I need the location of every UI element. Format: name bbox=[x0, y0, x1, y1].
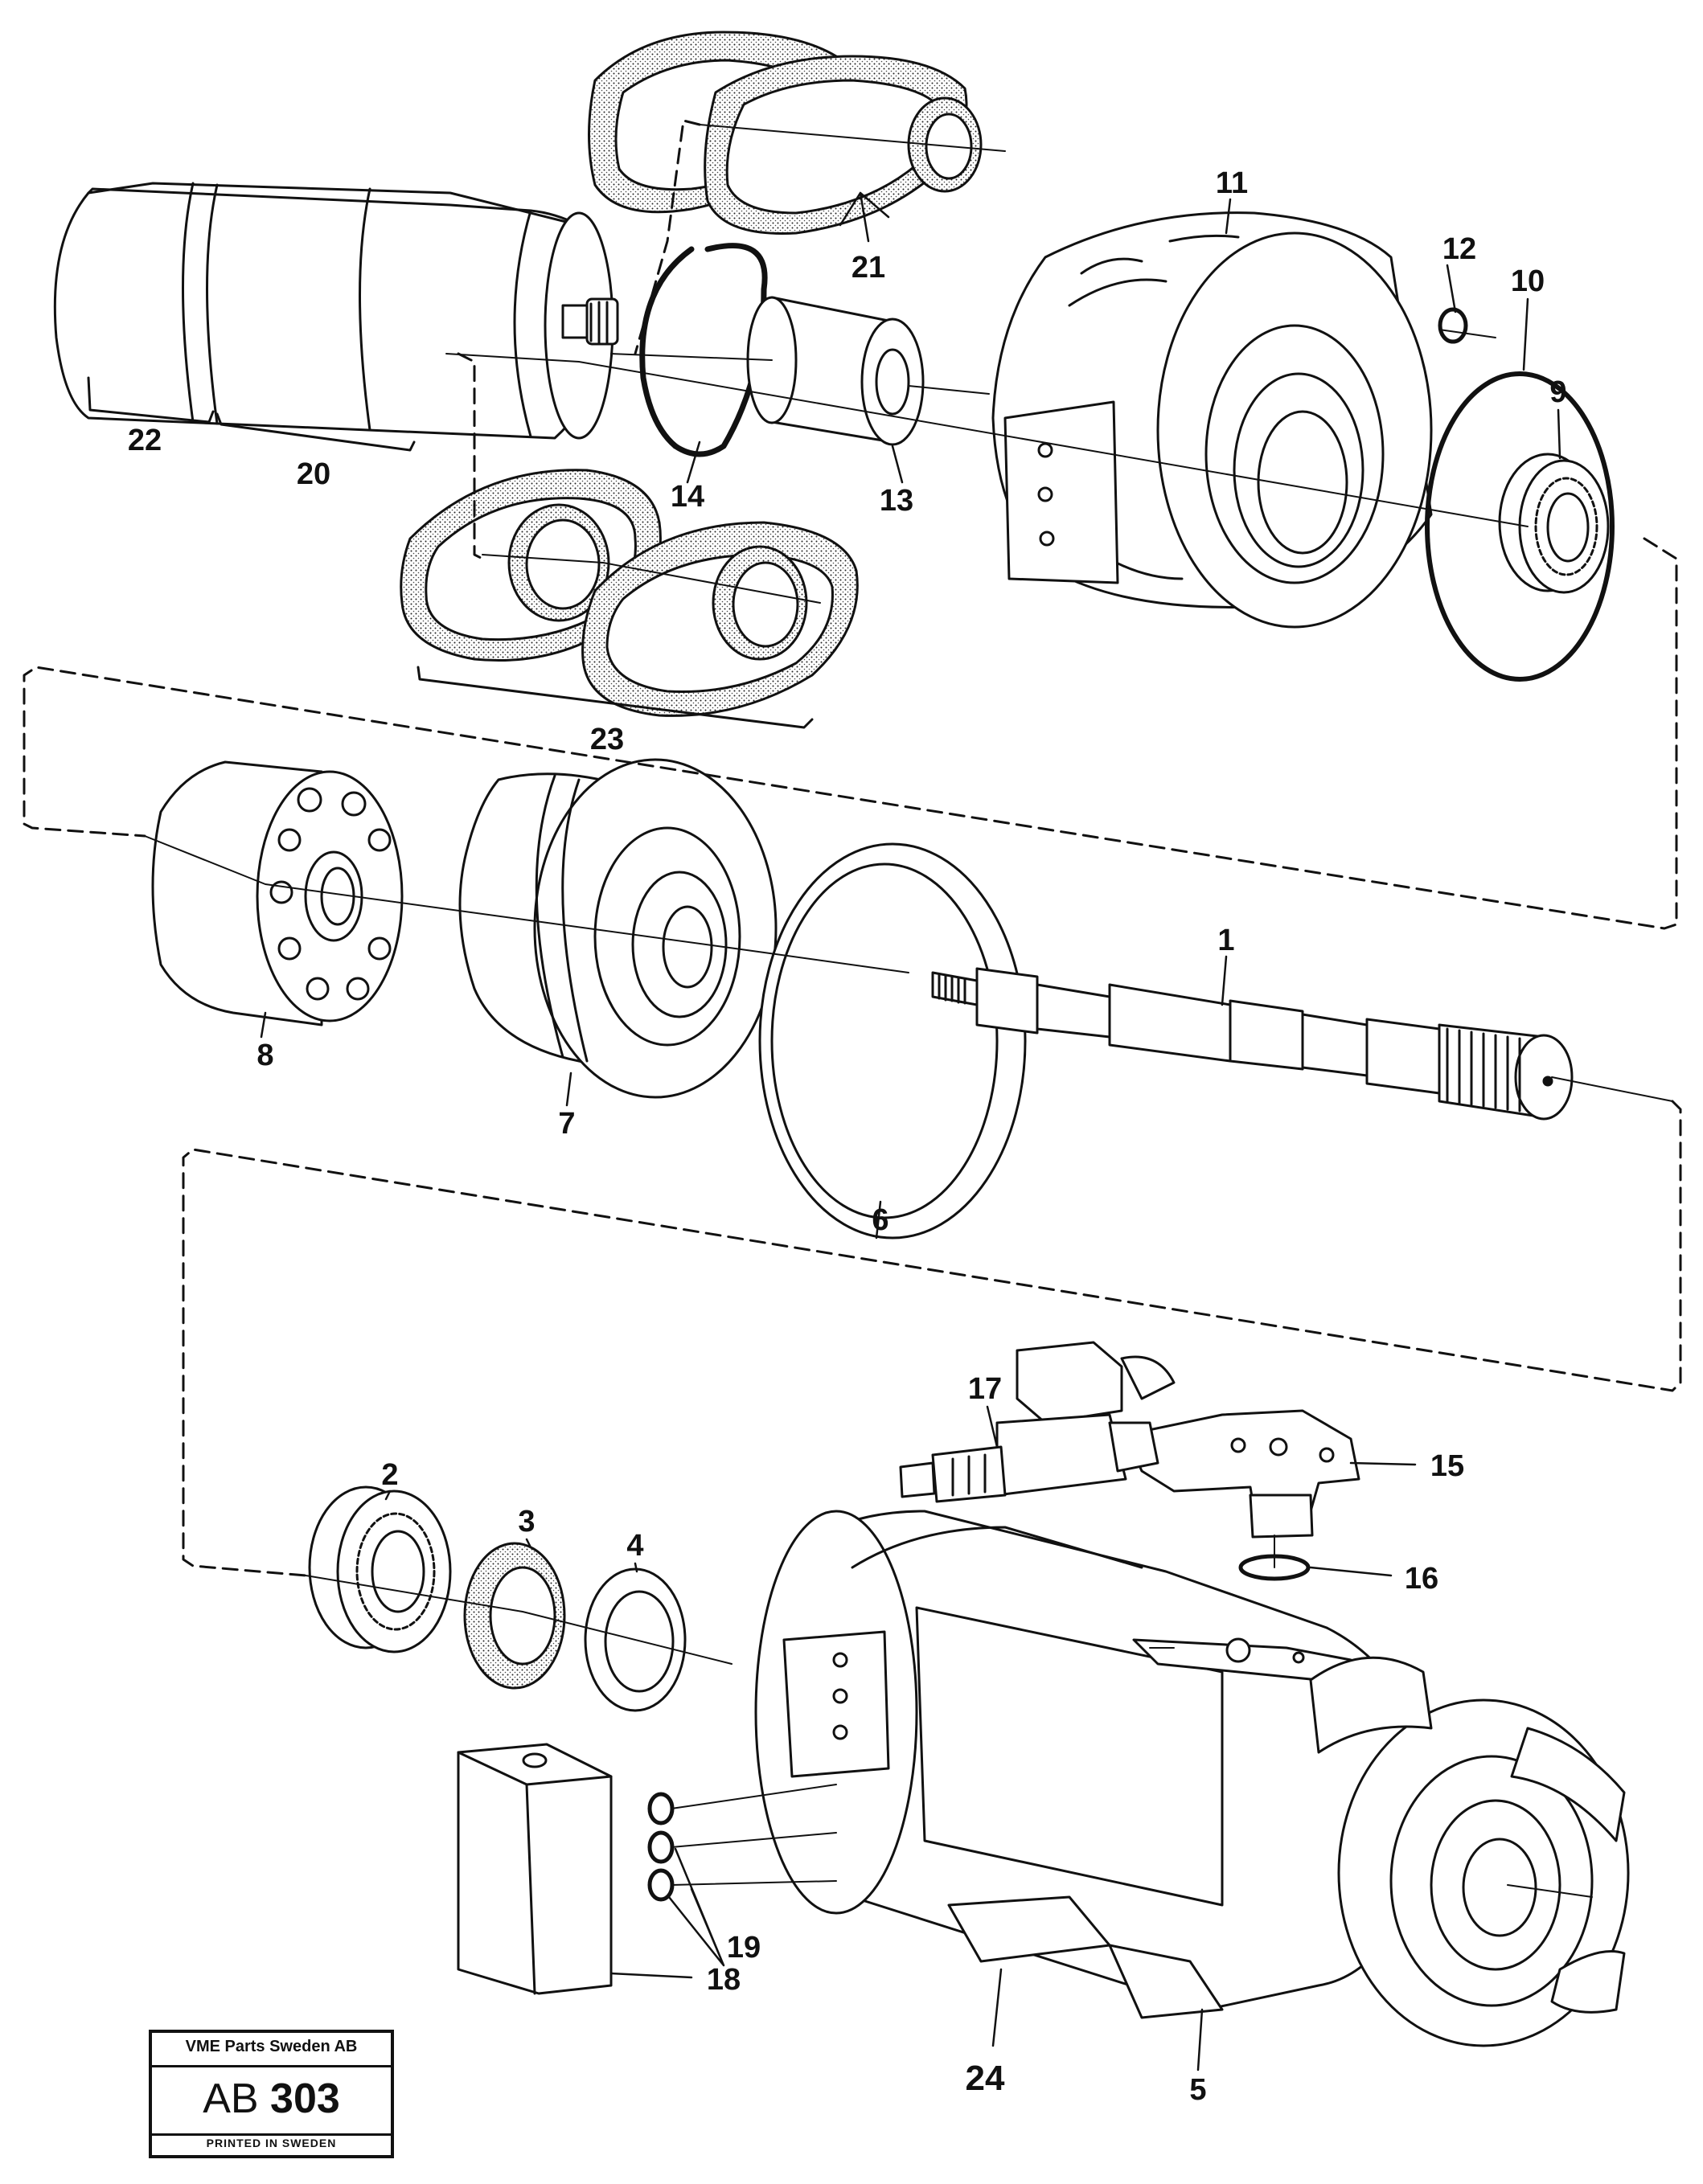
stamp-code: AB 303 bbox=[152, 2075, 391, 2123]
label-4: 4 bbox=[626, 1529, 643, 1563]
oring-12 bbox=[1438, 307, 1468, 344]
label-9: 9 bbox=[1549, 375, 1566, 409]
bearing-2 bbox=[308, 1485, 452, 1653]
label-16: 16 bbox=[1405, 1562, 1438, 1596]
bracket-20 bbox=[215, 412, 416, 452]
shaft-1 bbox=[931, 967, 1574, 1121]
label-18: 18 bbox=[707, 1963, 741, 1997]
label-24: 24 bbox=[966, 2059, 1005, 2098]
orings-19 bbox=[647, 1792, 675, 1902]
valve-assembly-15-17 bbox=[899, 1341, 1360, 1539]
port-plate-7 bbox=[458, 758, 778, 1099]
label-22: 22 bbox=[128, 424, 162, 457]
label-11: 11 bbox=[1216, 166, 1248, 200]
stamp-company: VME Parts Sweden AB bbox=[185, 2038, 358, 2055]
block-18 bbox=[457, 1743, 613, 1995]
leader-lines bbox=[260, 191, 1561, 2071]
stamp-printed: PRINTED IN SWEDEN bbox=[206, 2137, 337, 2149]
stamp-code-prefix: AB bbox=[203, 2075, 259, 2122]
label-20: 20 bbox=[297, 457, 330, 491]
oring-14 bbox=[639, 243, 768, 457]
label-1: 1 bbox=[1217, 924, 1234, 957]
stamp-divider-bottom bbox=[152, 2133, 391, 2136]
dashed-connectors bbox=[23, 119, 1682, 1577]
label-10: 10 bbox=[1511, 264, 1545, 298]
cylinder-block-8 bbox=[151, 760, 404, 1026]
publisher-stamp: VME Parts Sweden AB AB 303 PRINTED IN SW… bbox=[149, 2030, 394, 2158]
label-3: 3 bbox=[518, 1505, 535, 1539]
sleeve-13 bbox=[746, 296, 925, 446]
seal-3 bbox=[463, 1542, 566, 1690]
label-8: 8 bbox=[256, 1039, 273, 1072]
seal-kit-23 bbox=[400, 469, 859, 717]
label-23: 23 bbox=[590, 723, 624, 756]
bracket-23 bbox=[417, 666, 814, 729]
housing-22-20 bbox=[53, 182, 619, 440]
stamp-divider bbox=[152, 2065, 391, 2067]
oring-10 bbox=[1425, 371, 1615, 682]
flat-ring-6 bbox=[758, 842, 1027, 1240]
label-2: 2 bbox=[381, 1458, 398, 1492]
pump-housing-11 bbox=[991, 211, 1433, 629]
bearing-9 bbox=[1498, 453, 1610, 594]
label-12: 12 bbox=[1442, 232, 1476, 266]
main-housing-5 bbox=[754, 1510, 1630, 2047]
label-21: 21 bbox=[852, 251, 885, 285]
label-19: 19 bbox=[727, 1931, 761, 1965]
part-labels: 1 2 3 4 5 6 7 8 9 10 11 12 13 14 15 16 1… bbox=[128, 166, 1567, 2107]
bracket-22 bbox=[87, 376, 215, 424]
label-6: 6 bbox=[872, 1203, 888, 1237]
label-7: 7 bbox=[558, 1107, 575, 1141]
label-5: 5 bbox=[1189, 2073, 1206, 2107]
center-lines bbox=[144, 124, 1673, 1898]
label-13: 13 bbox=[880, 484, 913, 518]
stamp-code-number: 303 bbox=[270, 2075, 340, 2122]
label-17: 17 bbox=[968, 1372, 1002, 1406]
seal-kit-21 bbox=[588, 31, 983, 235]
label-14: 14 bbox=[671, 480, 704, 514]
label-15: 15 bbox=[1430, 1449, 1464, 1483]
